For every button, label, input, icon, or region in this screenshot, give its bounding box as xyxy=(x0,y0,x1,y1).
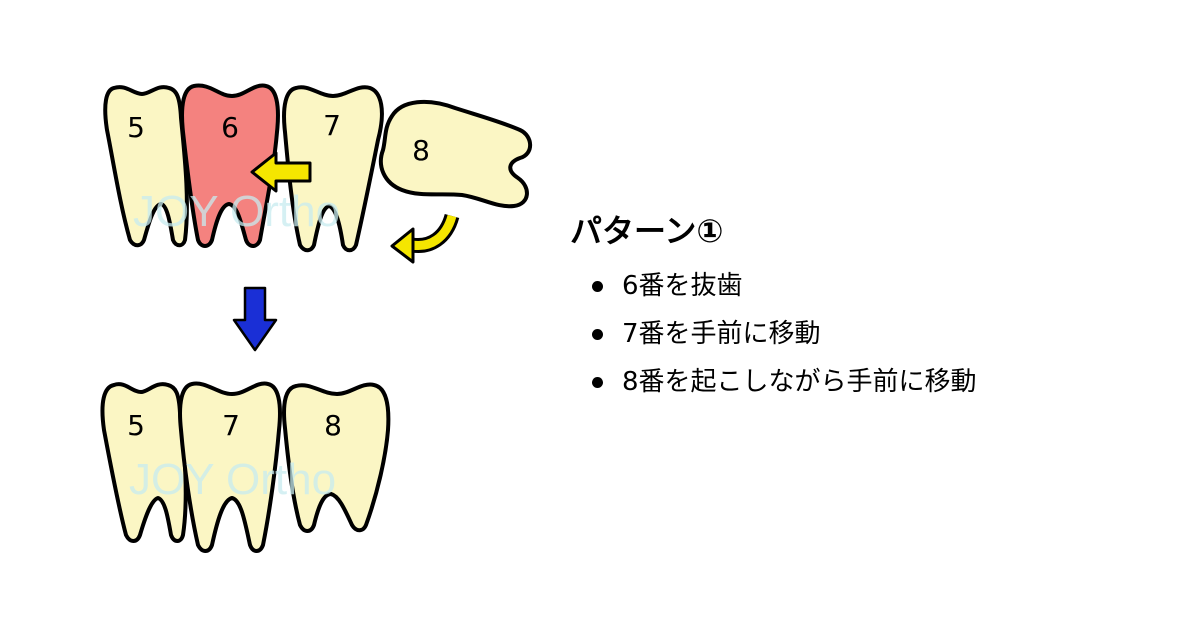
uprighting-arrow-icon xyxy=(390,213,460,264)
list-item: 7番を手前に移動 xyxy=(570,312,977,360)
watermark-bottom: JOY Ortho xyxy=(129,455,336,504)
step-text: 6番を抜歯 xyxy=(622,271,743,302)
tooth-8-after xyxy=(282,382,391,533)
tooth-7-after-label: 7 xyxy=(222,409,240,442)
bullet-icon xyxy=(592,281,603,293)
after-row: 5 7 8 JOY Ortho xyxy=(100,381,391,553)
tooth-8-tilted xyxy=(378,99,533,209)
tooth-7-before xyxy=(282,85,384,253)
step-text: 8番を起こしながら手前に移動 xyxy=(622,367,977,398)
list-item: 8番を起こしながら手前に移動 xyxy=(570,360,977,408)
tooth-6-extracted xyxy=(180,83,280,248)
step-list: 6番を抜歯 7番を手前に移動 8番を起こしながら手前に移動 xyxy=(570,264,977,408)
down-arrow-icon xyxy=(232,286,278,352)
tooth-5-after xyxy=(100,382,188,543)
pattern-description: パターン① 6番を抜歯 7番を手前に移動 8番を起こしながら手前に移動 xyxy=(570,212,977,408)
tooth-8-label: 8 xyxy=(412,134,430,167)
tooth-8-after-label: 8 xyxy=(324,409,342,442)
before-row: 5 6 7 8 JOY Ortho xyxy=(103,83,533,264)
tooth-5-after-label: 5 xyxy=(127,409,145,442)
pattern-title: パターン① xyxy=(570,212,724,250)
bullet-icon xyxy=(592,329,603,341)
tooth-6-label: 6 xyxy=(221,111,239,144)
bullet-icon xyxy=(592,377,603,389)
watermark-top: JOY Ortho xyxy=(133,187,340,236)
move-forward-arrow-icon xyxy=(250,151,312,193)
tooth-7-label: 7 xyxy=(323,109,341,142)
list-item: 6番を抜歯 xyxy=(570,264,977,312)
tooth-7-after xyxy=(178,381,282,553)
tooth-5-label: 5 xyxy=(127,111,145,144)
tooth-5-before xyxy=(103,85,189,248)
step-text: 7番を手前に移動 xyxy=(622,319,821,350)
